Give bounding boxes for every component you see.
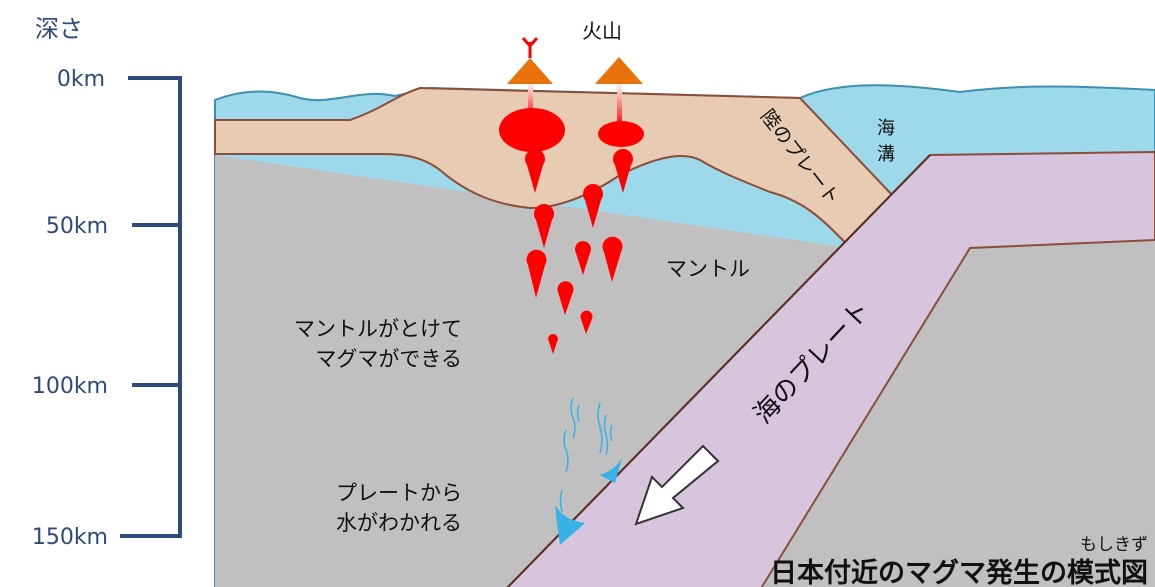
axis-tick-100km: 100km [32,374,108,399]
trench-label-1: 海 [877,118,895,139]
caption-ruby: もしきず [1080,535,1148,555]
melt-label-line2: マグマができる [315,347,462,371]
volcano-label: 火山 [582,19,622,43]
axis-tick-50km: 50km [46,214,108,239]
volcano-left [507,58,553,84]
trench-label-2: 溝 [877,144,895,165]
magma-droplet [557,281,574,315]
magma-droplet [602,236,623,282]
melt-label-line1: マントルがとけて [294,317,462,341]
magma-droplet [526,249,547,298]
magma-chamber-right [598,121,644,147]
mantle-label: マントル [666,257,750,281]
magma-droplet [575,241,591,275]
magma-droplets [525,148,633,354]
volcano-right [595,57,643,84]
magma-droplet [525,148,545,193]
magma-conduit-right [617,82,622,127]
eruption-icon [521,37,539,58]
subduction-arrow [634,444,720,526]
magma-conduit-left [528,82,533,120]
magma-chamber-left [499,108,565,152]
magma-droplet [583,184,603,228]
water-label-line2: 水がわかれる [336,511,462,535]
mantle-right [761,240,1155,587]
magma-droplet [580,310,593,334]
water-label-line1: プレートから [336,481,462,505]
magma-droplet [613,149,633,193]
oceanic-plate-top [506,154,931,587]
depth-axis [120,76,182,538]
axis-tick-0km: 0km [57,67,105,92]
magma-droplet [548,334,558,354]
water-streaks [559,397,613,513]
magma-droplet [534,204,554,248]
mantle-left [215,155,880,587]
axis-tick-150km: 150km [32,525,108,550]
water-pool-lower [555,505,585,545]
axis-title: 深さ [35,15,83,43]
water-pool-upper [600,458,622,483]
caption-title: 日本付近のマグマ発生の模式図 [770,557,1148,587]
